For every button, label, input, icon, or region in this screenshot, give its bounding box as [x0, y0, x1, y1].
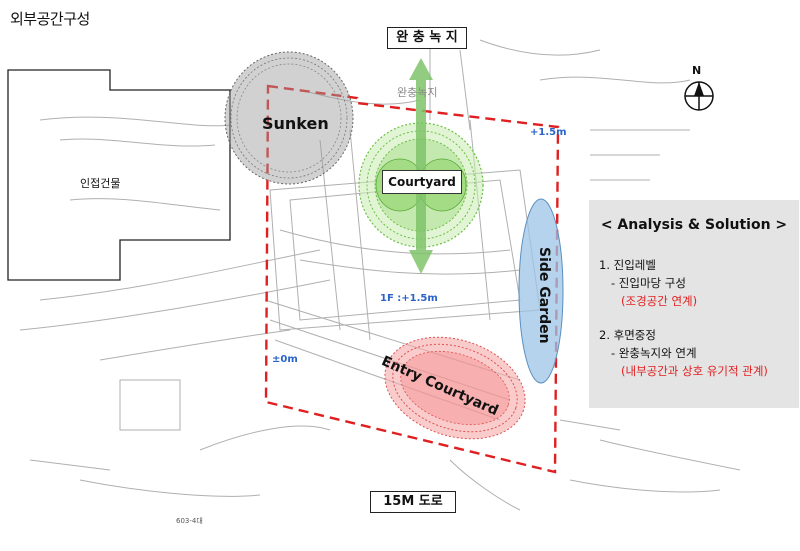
- adjacent-building-label: 인접건물: [80, 177, 121, 190]
- site-boundary: [264, 84, 560, 474]
- item2-note: (내부공간과 상호 유기적 관계): [621, 364, 768, 378]
- courtyard-label: Courtyard: [382, 170, 462, 194]
- item1-note: (조경공간 연계): [621, 294, 698, 308]
- item1-sub: - 진입마당 구성: [611, 276, 686, 290]
- buffer-green-faint-label: 완충녹지: [397, 86, 438, 99]
- analysis-panel: < Analysis & Solution > 1. 진입레벨 - 진입마당 구…: [589, 200, 799, 408]
- north-label: N: [692, 64, 702, 77]
- adjacent-building-outline: [7, 69, 231, 281]
- page-title: 외부공간구성: [10, 10, 90, 28]
- item2-title: 2. 후면중정: [599, 328, 656, 342]
- level-label-rear: +1.5m: [530, 127, 567, 138]
- level-label-1f: 1F :+1.5m: [380, 293, 438, 304]
- side-garden-zone: [518, 198, 564, 384]
- level-label-ground: ±0m: [272, 354, 298, 365]
- item2-sub: - 완충녹지와 연계: [611, 346, 697, 360]
- buffer-green-label: 완 충 녹 지: [387, 27, 467, 49]
- item1-title: 1. 진입레벨: [599, 258, 656, 272]
- sunken-zone: [224, 51, 354, 185]
- sheet-number: 603-4대: [176, 517, 203, 525]
- analysis-panel-title: < Analysis & Solution >: [600, 217, 788, 233]
- road-label: 15M 도로: [370, 491, 456, 513]
- side-garden-label: Side Garden: [536, 247, 552, 344]
- north-arrow-icon: [684, 81, 714, 111]
- sunken-label: Sunken: [262, 114, 329, 133]
- entry-courtyard-zone: [384, 336, 526, 440]
- axis-arrow: [409, 58, 433, 274]
